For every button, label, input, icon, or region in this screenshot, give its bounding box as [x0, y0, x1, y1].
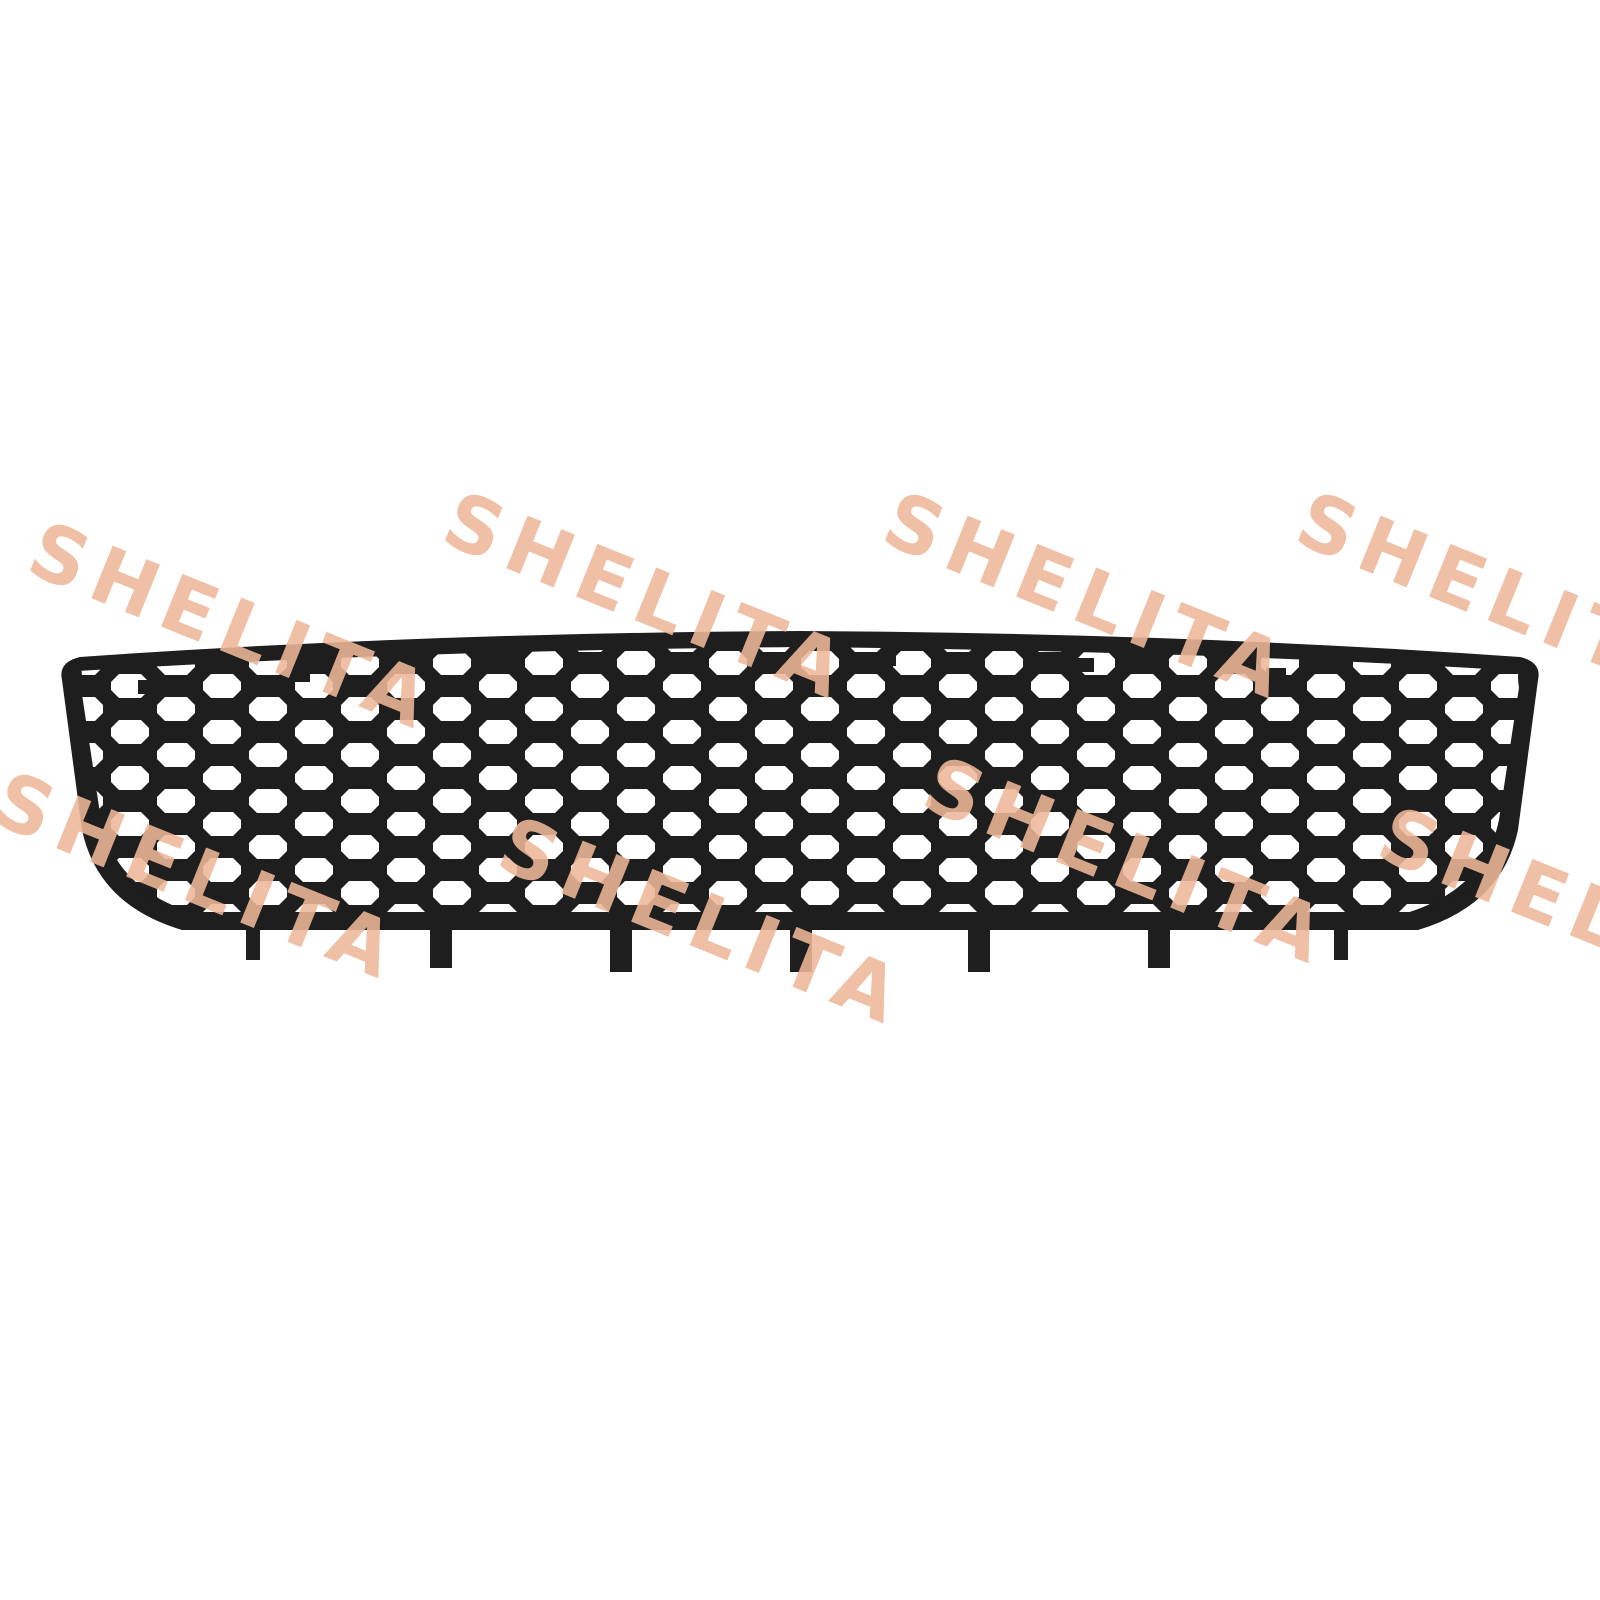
top-mounting-tabs: [138, 652, 1460, 694]
honeycomb-mesh: [78, 644, 1522, 915]
bottom-mounting-clips: [246, 926, 1348, 972]
grille-inner-rim: [74, 640, 1526, 918]
